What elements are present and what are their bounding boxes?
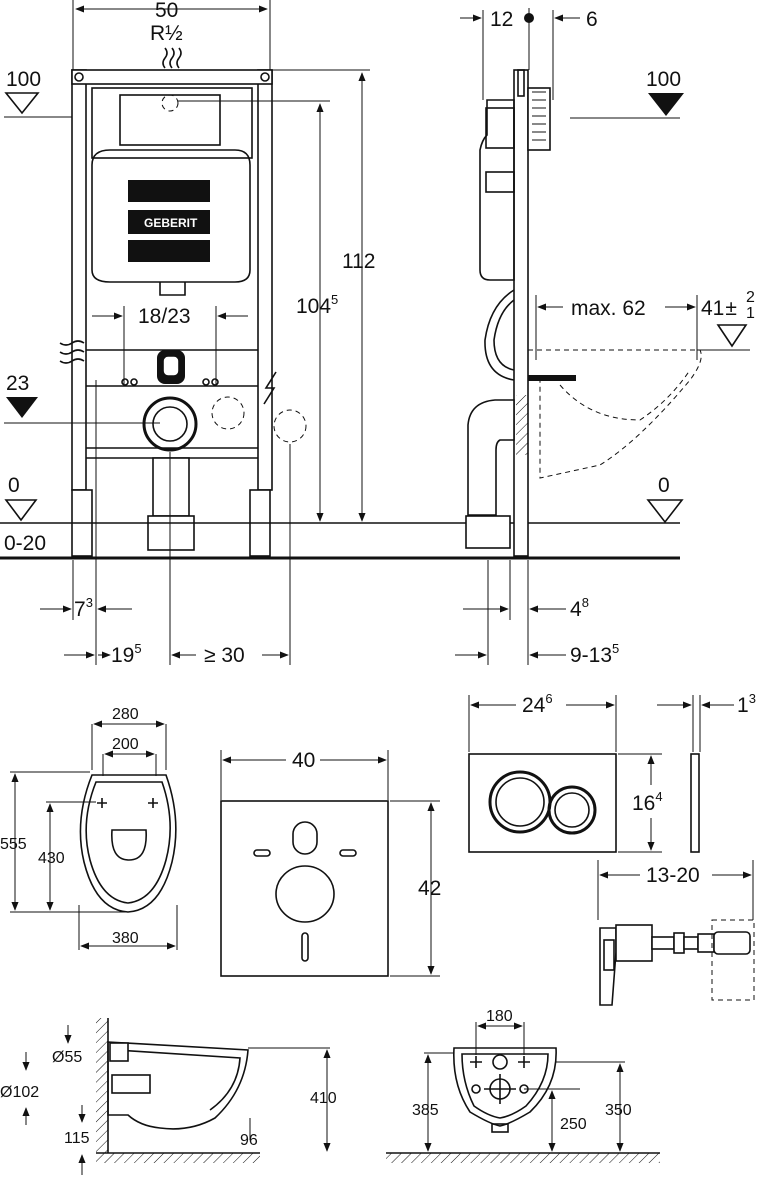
level-23-label: 23 [6,372,29,395]
electric-icon [263,371,277,405]
frame-right-upright [257,69,273,491]
frame-left-upright [71,69,87,491]
back-height-left-label: 385 [412,1102,439,1119]
height-inlet-label: 1045 [296,292,338,318]
drain-outlet [142,396,198,452]
bowl-back-outline [453,1047,557,1127]
plate-width-label: 246 [522,691,553,717]
electrical-box-right [273,409,307,443]
side-level-0-marker [646,499,684,524]
flush-button-large[interactable] [488,770,552,834]
floor-range-label: 0-20 [4,532,46,555]
socket-offset-label: ≥ 30 [204,644,245,667]
bowl-side-outline [107,1041,249,1130]
wall-gap-label: 48 [570,595,589,621]
back-width-label: 180 [486,1008,513,1025]
side-frame [513,69,529,557]
panel-width-label: 40 [292,749,315,772]
bowl-length-inner-label: 430 [38,850,65,867]
seat-level-marker [716,324,748,348]
inlet-diameter-label: Ø55 [52,1049,82,1066]
thread-label: R½ [150,22,183,45]
level-23-marker [6,397,38,418]
level-0-label: 0 [8,474,20,497]
cistern-body [91,149,251,283]
bowl-base-label: 115 [64,1130,90,1147]
back-height-mid-label: 250 [560,1116,587,1133]
brand-logo: GEBERIT [144,216,198,230]
inlet-connection [161,94,179,112]
bowl-top-outline [79,774,177,913]
bowl-side-view: Ø55 Ø102 115 410 96 [0,1018,337,1175]
panel-height-label: 42 [418,877,441,900]
side-view: 12 6 max. 62 41± [455,8,755,667]
frame-top-rail [71,69,273,85]
flush-plate [468,753,617,853]
drain-offset-label: 195 [111,641,142,667]
plate-height-label: 164 [632,789,663,815]
plate-thickness-label: 13 [737,691,756,717]
side-drain-bend [467,399,515,516]
seat-height-label: 41± [701,297,737,320]
bowl-top-view: 280 200 555 430 380 [0,706,178,950]
side-level-0-label: 0 [658,474,670,497]
wall-depth-label: 9-135 [570,641,619,667]
front-width-label: 50 [155,0,178,22]
back-height-right-label: 350 [605,1102,632,1119]
side-level-100-marker [648,93,684,116]
water-supply-icon [59,340,85,346]
side-bowl-outline [528,349,702,479]
height-total-label: 112 [342,250,375,273]
bowl-width-inner-label: 200 [112,736,139,753]
bolt-cap-outline [711,919,755,1001]
insulation-panel [220,800,389,977]
flush-plate-view: 246 164 13 [468,691,756,853]
level-100-marker [4,92,40,115]
panel-view: 40 42 [220,749,441,977]
electrical-box-left [211,396,245,430]
level-100-label: 100 [6,68,41,91]
bowl-height-label: 410 [310,1090,337,1107]
front-view: 50 R½ GEBERIT [0,0,680,667]
bowl-offset-label: 96 [240,1132,258,1149]
bowl-width-outer-label: 280 [112,706,139,723]
seat-tolerance-minus: 1 [746,305,755,322]
bowl-base-width-label: 380 [112,930,139,947]
side-cistern [479,99,515,281]
projection-label: max. 62 [571,297,646,320]
water-inlet-icon [162,47,168,69]
depth-b-label: 6 [586,8,598,31]
side-level-100-label: 100 [646,68,681,91]
outlet-diameter-label: Ø102 [0,1084,39,1101]
bowl-length-total-label: 555 [0,836,27,853]
bolt-length-label: 13-20 [646,864,700,887]
level-0-marker [4,499,38,522]
bolt-spacing-label: 18/23 [138,305,191,328]
bowl-back-view: 180 385 250 350 [386,1008,660,1163]
flush-button-small[interactable] [547,785,597,835]
side-flush-plate [527,87,551,151]
seat-tolerance-plus: 2 [746,289,755,306]
depth-a-label: 12 [490,8,513,31]
flush-plate-side [690,753,700,853]
leg-offset-label: 73 [74,595,93,621]
bolt-set-view: 13-20 [597,860,755,1006]
